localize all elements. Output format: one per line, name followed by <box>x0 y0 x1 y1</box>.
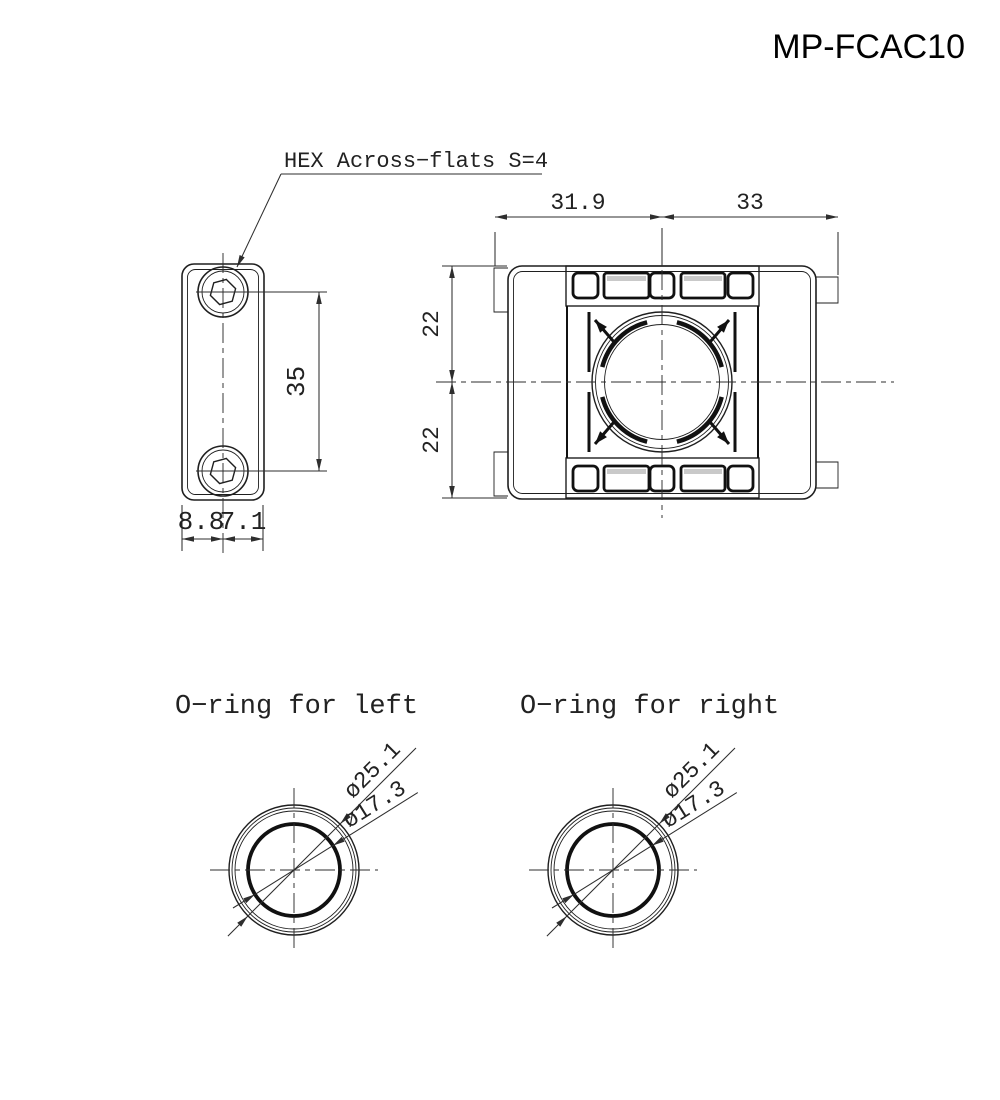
dim-top-widths: 31.9 33 <box>494 190 839 275</box>
clamp-spring-arc <box>676 396 724 444</box>
hex-socket <box>209 457 237 485</box>
dim-hole-spacing-35: 35 <box>196 291 327 472</box>
mounting-tab-bottom-left <box>493 451 508 497</box>
dimension-arrow-line <box>546 915 568 937</box>
dimension-leader <box>332 792 419 847</box>
dimension-text: 22 <box>419 310 445 338</box>
clamp-spring-arc <box>676 320 724 368</box>
side-view: 35 8.8 7.1 <box>178 253 327 558</box>
clamp-tooth <box>571 271 600 300</box>
hex-callout-text: HEX Across−flats S=4 <box>284 149 548 174</box>
clamp-spring-arc <box>600 320 648 368</box>
dimension-arrow-line <box>232 893 256 909</box>
dimension-line <box>573 845 653 895</box>
oring-left-view: O−ring for left ø25.1 ø17.3 <box>175 692 419 952</box>
dimension-text: 8.8 <box>178 507 225 537</box>
front-view: 31.9 33 22 22 <box>419 190 894 518</box>
clamp-slot <box>679 464 727 493</box>
spring-tab-arrow <box>708 319 731 343</box>
clamp-band-bottom <box>565 457 760 499</box>
mounting-tab-bottom-right <box>816 461 839 489</box>
clamp-tooth <box>571 464 600 493</box>
oring-left-label: O−ring for left <box>175 692 418 722</box>
clamp-slot <box>679 271 727 300</box>
spring-tab-arrow <box>593 421 616 445</box>
oring-right-view: O−ring for right ø25.1 ø17.3 <box>520 692 779 952</box>
dim-bottom-widths: 8.8 7.1 <box>178 505 267 551</box>
hex-callout: HEX Across−flats S=4 <box>236 149 548 268</box>
clamp-spring-arc <box>600 396 648 444</box>
slot-shading <box>607 276 646 281</box>
dimension-leader <box>339 747 417 825</box>
oring-right-label: O−ring for right <box>520 692 779 722</box>
dimension-arrow-line <box>227 915 249 937</box>
dimension-text: 33 <box>736 190 764 216</box>
clamp-band-top <box>565 265 760 307</box>
spring-tab-arrow <box>593 319 616 343</box>
drawing-title: MP-FCAC10 <box>772 28 965 66</box>
mounting-tab-top-right <box>816 276 839 304</box>
spring-tab-arrow <box>708 421 731 445</box>
dim-inner-diameter: ø17.3 <box>232 776 419 909</box>
dimension-text: 7.1 <box>220 507 267 537</box>
hex-callout-leader-line <box>236 173 282 268</box>
dimension-leader <box>658 747 736 825</box>
band-outline <box>565 457 760 499</box>
slot-shading <box>684 469 722 474</box>
dimension-line <box>254 845 334 895</box>
dimension-leader <box>651 792 738 847</box>
dim-side-heights: 22 22 <box>419 265 507 499</box>
hex-socket <box>209 278 237 306</box>
slot-shading <box>684 276 722 281</box>
clamp-tooth <box>726 464 755 493</box>
dimension-arrow-line <box>551 893 575 909</box>
slot-shading <box>607 469 646 474</box>
dimension-text: 22 <box>419 426 445 454</box>
dimension-text: 35 <box>282 366 312 397</box>
clamp-tooth <box>726 271 755 300</box>
dim-inner-diameter: ø17.3 <box>551 776 738 909</box>
dimension-text: 31.9 <box>550 190 605 216</box>
mounting-tab-top-left <box>493 267 508 313</box>
